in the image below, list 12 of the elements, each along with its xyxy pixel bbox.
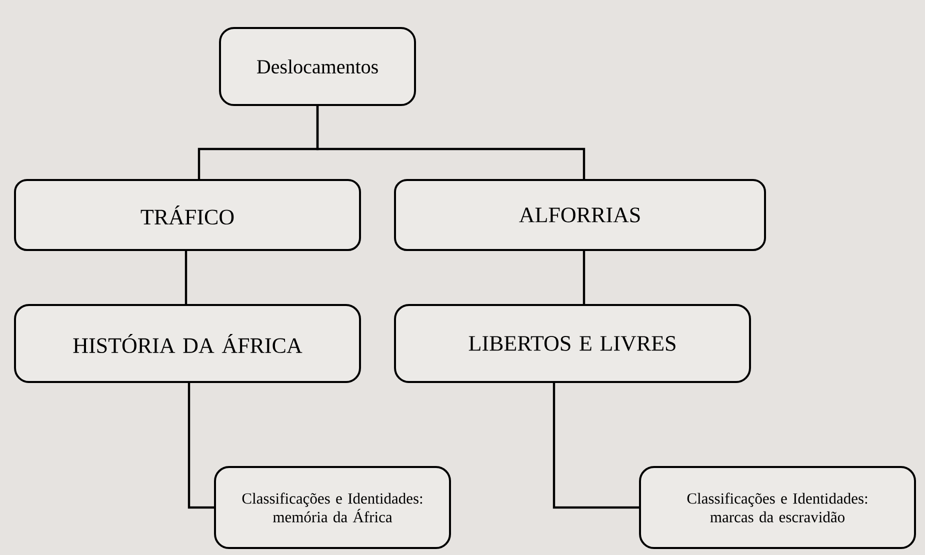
concept-box: Deslocamentos — [219, 27, 416, 106]
concept-box: Classificações e Identidades: marcas da escravidão — [639, 466, 916, 549]
concept-box: HISTÓRIA DA ÁFRICA — [14, 304, 361, 383]
concept-box: ALFORRIAS — [394, 179, 766, 251]
concept-box: LIBERTOS E LIVRES — [394, 304, 751, 383]
connector-line — [582, 251, 586, 304]
connector-line — [188, 383, 214, 509]
connector-line — [316, 106, 586, 179]
concept-box: TRÁFICO — [14, 179, 361, 251]
concept-box: Classificações e Identidades: memória da África — [214, 466, 451, 549]
connector-line — [184, 251, 188, 304]
connector-line — [552, 383, 639, 509]
